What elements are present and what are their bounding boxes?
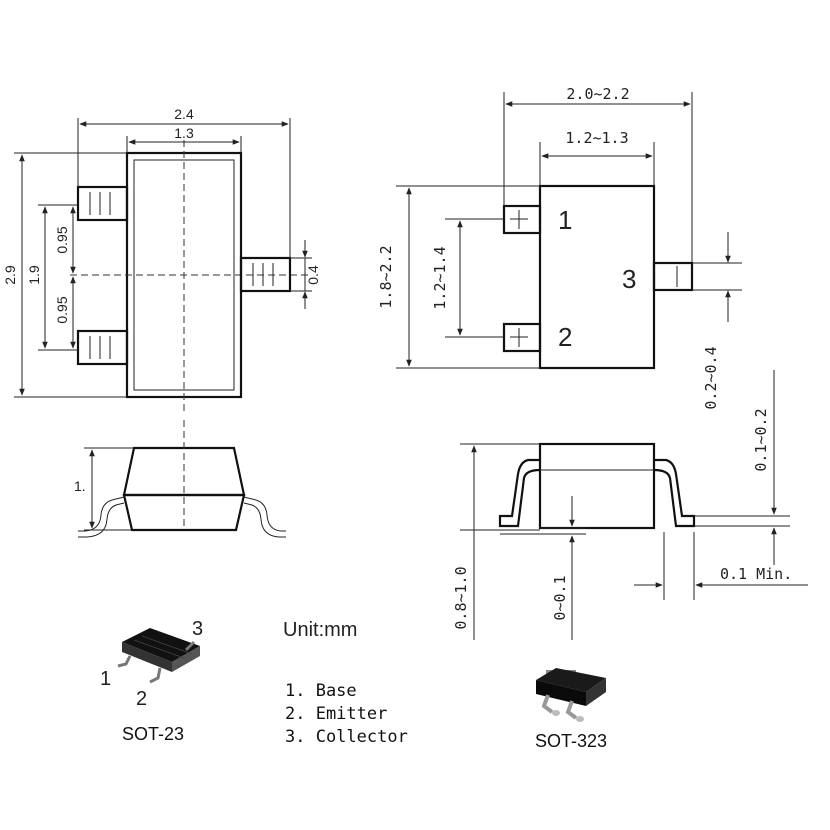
sot323-pitch-label: 1.2~1.4 [431, 246, 449, 309]
legend-item-collector: 3. Collector [285, 727, 408, 747]
sot23-side-view: 1. [74, 420, 286, 538]
sot323-pin2-label: 2 [558, 322, 572, 352]
sot323-height-label: 1.8~2.2 [377, 245, 395, 308]
sot23-pin1-label: 1 [100, 668, 111, 690]
sot23-pitch-upper-label: 0.95 [54, 226, 70, 253]
sot323-side-body [538, 442, 656, 530]
sot23-lead-3 [239, 256, 292, 293]
sot323-foot-min-label: 0.1 Min. [720, 565, 792, 583]
sot323-lead-1 [502, 204, 542, 235]
sot323-total-height-label: 0.8~1.0 [452, 566, 470, 629]
sot23-lead-1 [76, 185, 129, 222]
sot23-lead-width-label: 0.4 [305, 265, 321, 285]
sot23-pin3-label: 3 [192, 618, 203, 640]
sot23-pin2-label: 2 [136, 688, 147, 710]
sot23-package-image [117, 628, 200, 684]
sot23-body-width-label: 1.3 [174, 125, 194, 141]
sot23-package-label: SOT-23 [122, 724, 184, 744]
sot323-side-view: 0.8~1.0 0~0.1 0.1~0.2 0.1 Min. [452, 370, 808, 640]
sot23-body-inner [133, 159, 235, 391]
sot323-body-width-label: 1.2~1.3 [565, 129, 628, 147]
legend-item-emitter: 2. Emitter [285, 704, 387, 724]
sot323-lead-width-label: 0.2~0.4 [702, 346, 720, 409]
sot323-pin3-label: 3 [622, 264, 636, 294]
sot23-pitch-total-label: 1.9 [26, 265, 42, 285]
unit-label: Unit:mm [283, 619, 357, 641]
sot23-pitch-lower-label: 0.95 [54, 296, 70, 323]
sot23-top-view: 2.4 1.3 2.9 1.9 0.95 0.95 0.4 [2, 106, 321, 415]
sot23-height-label: 2.9 [2, 265, 18, 285]
sot323-lead-thickness-label: 0.1~0.2 [752, 408, 770, 471]
sot323-lead-2 [502, 322, 542, 353]
sot323-pin1-label: 1 [558, 205, 572, 235]
sot323-package-label: SOT-323 [535, 731, 607, 751]
sot323-lead-3 [652, 261, 694, 292]
sot23-side-height-label: 1. [74, 478, 86, 494]
legend-item-base: 1. Base [285, 681, 357, 701]
sot23-width-label: 2.4 [174, 106, 194, 122]
sot323-standoff-label: 0~0.1 [551, 575, 569, 620]
sot23-lead-2 [76, 329, 129, 366]
sot323-top-view: 1 2 3 2.0~2.2 1.2~1.3 1.8~2.2 1.2~1.4 0.… [377, 85, 742, 410]
sot323-package-image [536, 668, 606, 722]
sot323-width-label: 2.0~2.2 [566, 85, 629, 103]
